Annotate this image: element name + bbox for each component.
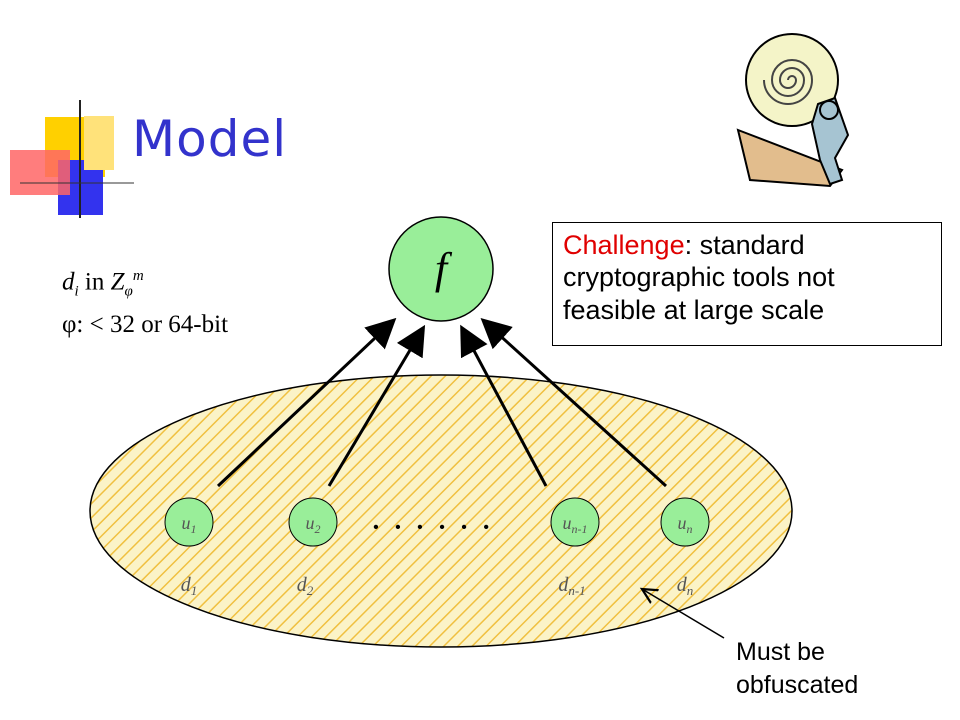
arrow-u2: [327, 324, 426, 487]
formula-phi: φ: < 32 or 64-bit: [62, 311, 229, 338]
data-label-dn-1: dn-1: [558, 574, 585, 598]
arrow-un: [480, 317, 668, 488]
ellipsis: • • • • • •: [373, 519, 495, 536]
node-un-1: [550, 497, 600, 547]
boulder-clipart: [736, 33, 850, 188]
node-label-un: un: [678, 513, 693, 536]
arrow-un-1: [460, 324, 548, 487]
data-label-d1: d1: [181, 574, 198, 598]
node-label-u2: u2: [306, 513, 321, 536]
annotation-arrow: [642, 589, 725, 639]
node-un: [660, 497, 710, 547]
user-nodes: [164, 497, 710, 547]
data-label-d2: d2: [297, 574, 314, 598]
node-u1: [164, 497, 214, 547]
challenge-text: : standard cryptographic tools not feasi…: [563, 230, 835, 325]
data-label-dn: dn: [677, 574, 694, 598]
user-arrows: [216, 317, 668, 488]
arrow-u1: [216, 317, 397, 488]
challenge-box: Challenge: standard cryptographic tools …: [552, 222, 942, 346]
logo-decoration: [10, 100, 134, 218]
formula-domain: di in Zφm: [62, 268, 144, 300]
obfuscation-note: Must be obfuscated: [736, 638, 859, 699]
challenge-keyword: Challenge: [563, 230, 685, 260]
page-title: Model: [132, 110, 288, 168]
function-node: [388, 216, 494, 322]
node-label-u1: u1: [182, 513, 197, 536]
node-u2: [288, 497, 338, 547]
node-label-un-1: un-1: [563, 513, 588, 536]
